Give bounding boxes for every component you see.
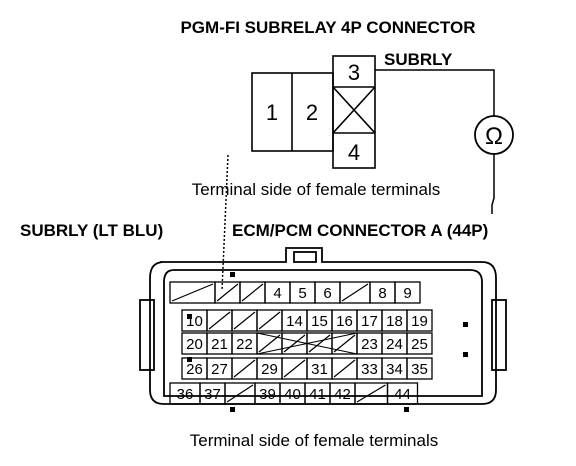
- terminal-pin-26: 26: [186, 361, 203, 378]
- terminal-cell: [386, 382, 419, 405]
- empty-terminal-slash: [216, 283, 239, 302]
- housing-outline: [149, 247, 497, 405]
- terminal-pin-16: 16: [336, 313, 353, 330]
- left-lock-tab: [139, 299, 155, 371]
- empty-terminal-slash: [333, 359, 356, 378]
- terminal-pin-35: 35: [411, 361, 428, 378]
- subrelay-pin-3: 3: [348, 60, 360, 85]
- terminal-pin-15: 15: [311, 313, 328, 330]
- terminal-pin-27: 27: [211, 361, 228, 378]
- empty-terminal-slash: [356, 384, 386, 403]
- right-lock-tab: [491, 299, 507, 371]
- terminal-pin-34: 34: [386, 361, 403, 378]
- terminal-pin-20: 20: [186, 336, 203, 353]
- empty-terminal-slash: [233, 359, 256, 378]
- empty-terminal-slash: [258, 311, 281, 330]
- empty-terminal-slash: [233, 311, 256, 330]
- ecm-caption: Terminal side of female terminals: [190, 431, 438, 450]
- terminal-pin-8: 8: [378, 285, 386, 302]
- terminal-pin-24: 24: [386, 336, 403, 353]
- empty-terminal-slash: [283, 359, 306, 378]
- terminal-pin-14: 14: [286, 313, 303, 330]
- terminal-pin-29: 29: [261, 361, 278, 378]
- terminal-pin-42: 42: [334, 386, 351, 403]
- housing-markers: [187, 272, 468, 412]
- terminal-pin-17: 17: [361, 313, 378, 330]
- empty-terminal-slash: [258, 334, 281, 353]
- ecm-connector-housing: [139, 247, 507, 405]
- subrly-pin-label: SUBRLY: [384, 50, 453, 69]
- housing-inner-wall: [163, 269, 483, 397]
- empty-terminal-slash: [226, 384, 254, 403]
- terminal-pin-5: 5: [298, 285, 306, 302]
- terminal-pin-41: 41: [309, 386, 326, 403]
- terminal-pin-44: 44: [394, 386, 411, 403]
- subrly-wire-label: SUBRLY (LT BLU): [20, 221, 163, 240]
- ecm-connector-title: ECM/PCM CONNECTOR A (44P): [232, 221, 488, 240]
- top-key: [293, 251, 317, 263]
- empty-terminal-slash: [341, 283, 369, 302]
- terminal-pin-6: 6: [323, 285, 331, 302]
- terminal-pin-19: 19: [411, 313, 428, 330]
- terminal-cell: [406, 309, 433, 332]
- empty-terminal-slash: [241, 283, 264, 302]
- terminal-pin-31: 31: [311, 361, 328, 378]
- test-lead-wire: [221, 69, 495, 291]
- terminal-pin-22: 22: [236, 336, 253, 353]
- terminal-pin-40: 40: [284, 386, 301, 403]
- terminal-cell: [406, 357, 433, 380]
- terminal-pin-21: 21: [211, 336, 228, 353]
- subrelay-caption: Terminal side of female terminals: [192, 180, 440, 199]
- empty-terminal-slash: [171, 283, 214, 302]
- terminal-pin-23: 23: [361, 336, 378, 353]
- subrelay-pin-1: 1: [266, 100, 278, 125]
- ohmmeter-icon: [474, 115, 514, 155]
- terminal-pin-4: 4: [273, 285, 281, 302]
- terminal-pin-37: 37: [204, 386, 221, 403]
- terminal-pin-18: 18: [386, 313, 403, 330]
- terminal-pin-39: 39: [259, 386, 276, 403]
- terminal-pin-36: 36: [177, 386, 194, 403]
- terminal-cell: [406, 332, 433, 355]
- terminal-pin-10: 10: [186, 313, 203, 330]
- ohm-symbol: Ω: [485, 123, 503, 150]
- subrelay-pin-2: 2: [306, 100, 318, 125]
- empty-terminal-slash: [283, 334, 306, 353]
- blank-region-cross: [256, 332, 358, 355]
- empty-terminal-slash: [308, 334, 331, 353]
- empty-terminal-slash: [333, 334, 356, 353]
- terminal-cell: [394, 281, 421, 304]
- subrelay-connector-title: PGM-FI SUBRELAY 4P CONNECTOR: [180, 18, 475, 37]
- subrelay-pin-4: 4: [348, 140, 360, 165]
- empty-terminal-slash: [208, 311, 231, 330]
- terminal-pin-25: 25: [411, 336, 428, 353]
- terminal-pin-33: 33: [361, 361, 378, 378]
- terminal-pin-9: 9: [403, 285, 411, 302]
- subrelay-connector: [251, 55, 376, 169]
